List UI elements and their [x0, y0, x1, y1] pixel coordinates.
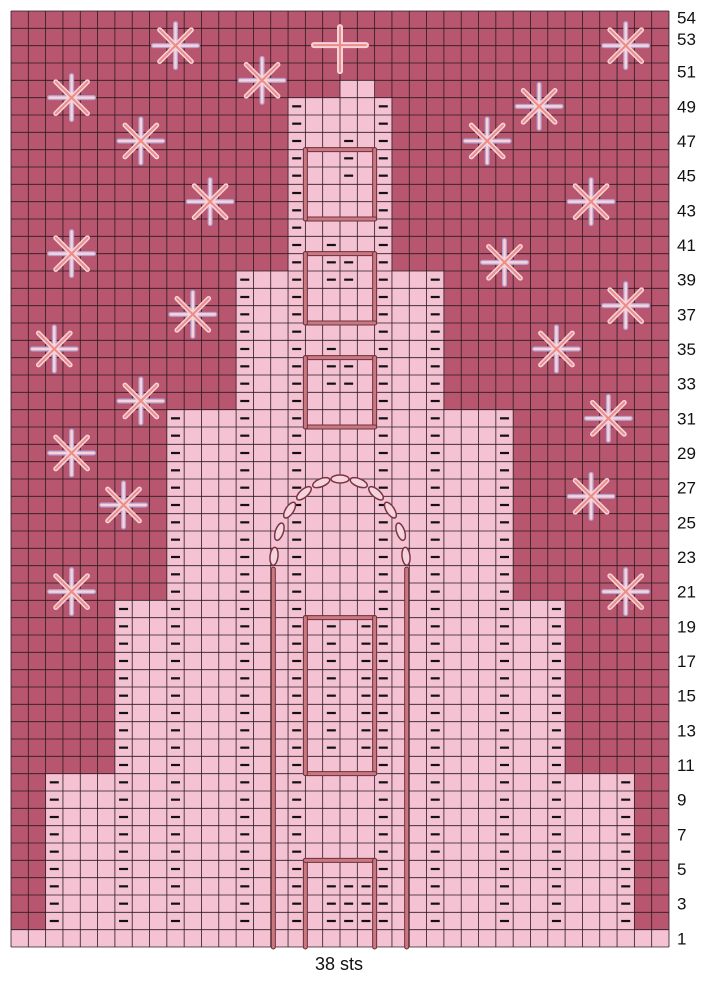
row-number-labels: 1357911131517192123252729313335373941434…	[677, 9, 696, 949]
row-label-41: 41	[677, 236, 696, 255]
arch-chain-link	[331, 475, 349, 483]
snowflake	[154, 24, 198, 68]
snowflake	[483, 240, 527, 284]
row-label-29: 29	[677, 444, 696, 463]
row-label-39: 39	[677, 271, 696, 290]
snowflake	[240, 58, 284, 102]
snowflake	[604, 284, 648, 328]
snowflake	[102, 483, 146, 527]
row-label-23: 23	[677, 548, 696, 567]
row-label-33: 33	[677, 375, 696, 394]
snowflake	[50, 431, 94, 475]
snowflake	[604, 570, 648, 614]
row-label-7: 7	[677, 825, 686, 844]
snowflake	[119, 379, 163, 423]
row-label-35: 35	[677, 340, 696, 359]
snowflake	[50, 232, 94, 276]
row-label-47: 47	[677, 132, 696, 151]
row-label-19: 19	[677, 617, 696, 636]
snowflake	[171, 292, 215, 336]
snowflake	[119, 119, 163, 163]
row-label-21: 21	[677, 583, 696, 602]
snowflake	[50, 570, 94, 614]
snowflake	[534, 327, 578, 371]
snowflake	[50, 76, 94, 120]
row-label-15: 15	[677, 687, 696, 706]
row-label-51: 51	[677, 63, 696, 82]
row-label-49: 49	[677, 97, 696, 116]
snowflake	[586, 396, 630, 440]
row-label-11: 11	[677, 756, 695, 775]
row-label-3: 3	[677, 895, 686, 914]
row-label-9: 9	[677, 791, 686, 810]
row-label-27: 27	[677, 479, 696, 498]
stitch-count-caption: 38 sts	[315, 954, 363, 974]
snowflake	[465, 119, 509, 163]
row-label-37: 37	[677, 305, 696, 324]
row-label-45: 45	[677, 167, 696, 186]
snowflake	[604, 24, 648, 68]
snowflake	[32, 327, 76, 371]
snowflake	[569, 180, 613, 224]
row-label-53: 53	[677, 30, 696, 49]
row-label-25: 25	[677, 513, 696, 532]
row-label-54: 54	[677, 9, 696, 28]
row-label-5: 5	[677, 860, 686, 879]
row-label-1: 1	[677, 929, 686, 948]
row-label-17: 17	[677, 652, 696, 671]
snowflake	[517, 84, 561, 128]
row-label-31: 31	[677, 409, 696, 428]
snowflake	[188, 180, 232, 224]
row-label-13: 13	[677, 721, 696, 740]
row-label-43: 43	[677, 201, 696, 220]
snowflake	[569, 474, 613, 518]
